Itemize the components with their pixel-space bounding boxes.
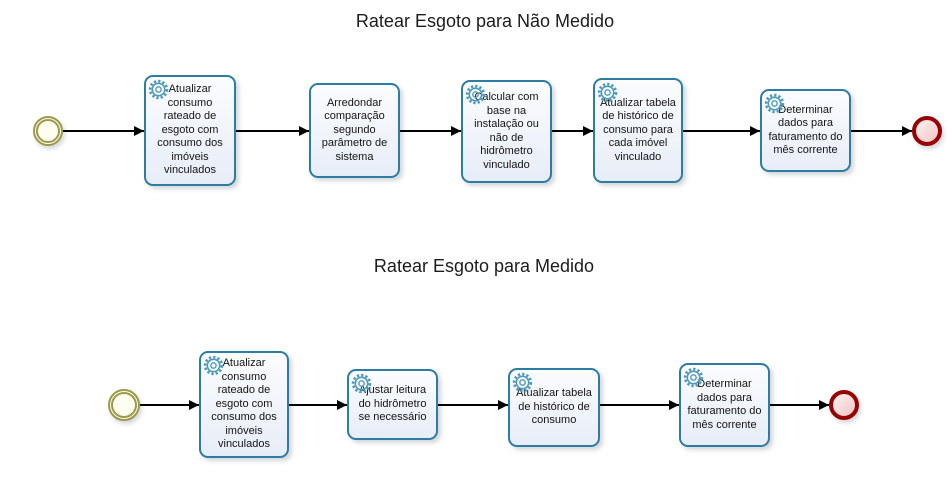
task-label: Atualizar consumo rateado de esgoto com … (157, 83, 223, 177)
sequence-flow-arrow (400, 125, 461, 136)
sequence-flow-arrow (236, 125, 309, 136)
task-label: Atualizar tabela de histórico de consumo (516, 387, 592, 427)
task-p1-atualizar-consumo-rateado: Atualizar consumo rateado de esgoto com … (144, 75, 236, 186)
sequence-flow-arrow (552, 125, 593, 136)
service-gear-icon (351, 373, 372, 394)
sequence-flow-arrow (63, 125, 144, 136)
service-gear-icon (683, 367, 704, 388)
task-label: Determinar dados para faturamento do mês… (687, 378, 762, 431)
service-gear-icon (465, 84, 486, 105)
process-title-nao-medido: Ratear Esgoto para Não Medido (355, 11, 615, 31)
start-event-icon (108, 389, 140, 421)
task-p1-arredondar-comparacao: Arredondar comparação segundo parâmetro … (309, 83, 400, 178)
task-label: Determinar dados para faturamento do mês… (768, 103, 843, 157)
service-gear-icon (512, 372, 533, 393)
process-title-medido: Ratear Esgoto para Medido (373, 256, 595, 276)
task-p2-determinar-dados: Determinar dados para faturamento do mês… (679, 363, 770, 447)
task-p1-atualizar-tabela-historico: Atualizar tabela de histórico de consumo… (593, 78, 683, 183)
service-gear-icon (148, 79, 169, 100)
sequence-flow-arrow (438, 399, 508, 410)
task-label: Arredondar comparação segundo parâmetro … (321, 96, 388, 163)
sequence-flow-arrow (600, 399, 679, 410)
sequence-flow-arrow (851, 125, 912, 136)
task-label: Atualizar tabela de histórico de consumo… (600, 96, 676, 163)
task-label: Ajustar leitura do hidrômetro se necessá… (358, 384, 427, 424)
task-label: Atualizar consumo rateado de esgoto com … (211, 357, 277, 451)
sequence-flow-arrow (683, 125, 760, 136)
end-event-icon (829, 390, 859, 420)
end-event-icon (912, 116, 942, 146)
task-p2-atualizar-tabela-historico: Atualizar tabela de histórico de consumo (508, 368, 600, 447)
sequence-flow-arrow (289, 399, 347, 410)
start-event-icon (33, 116, 63, 146)
sequence-flow-arrow (140, 399, 199, 410)
service-gear-icon (764, 93, 785, 114)
service-gear-icon (203, 355, 224, 376)
sequence-flow-arrow (770, 399, 829, 410)
service-gear-icon (597, 82, 618, 103)
task-p1-calcular-com-base: Calcular com base na instalação ou não d… (461, 80, 552, 183)
task-label: Calcular com base na instalação ou não d… (474, 91, 539, 171)
task-p2-ajustar-leitura: Ajustar leitura do hidrômetro se necessá… (347, 369, 438, 440)
task-p1-determinar-dados: Determinar dados para faturamento do mês… (760, 89, 851, 172)
task-p2-atualizar-consumo-rateado: Atualizar consumo rateado de esgoto com … (199, 351, 289, 458)
